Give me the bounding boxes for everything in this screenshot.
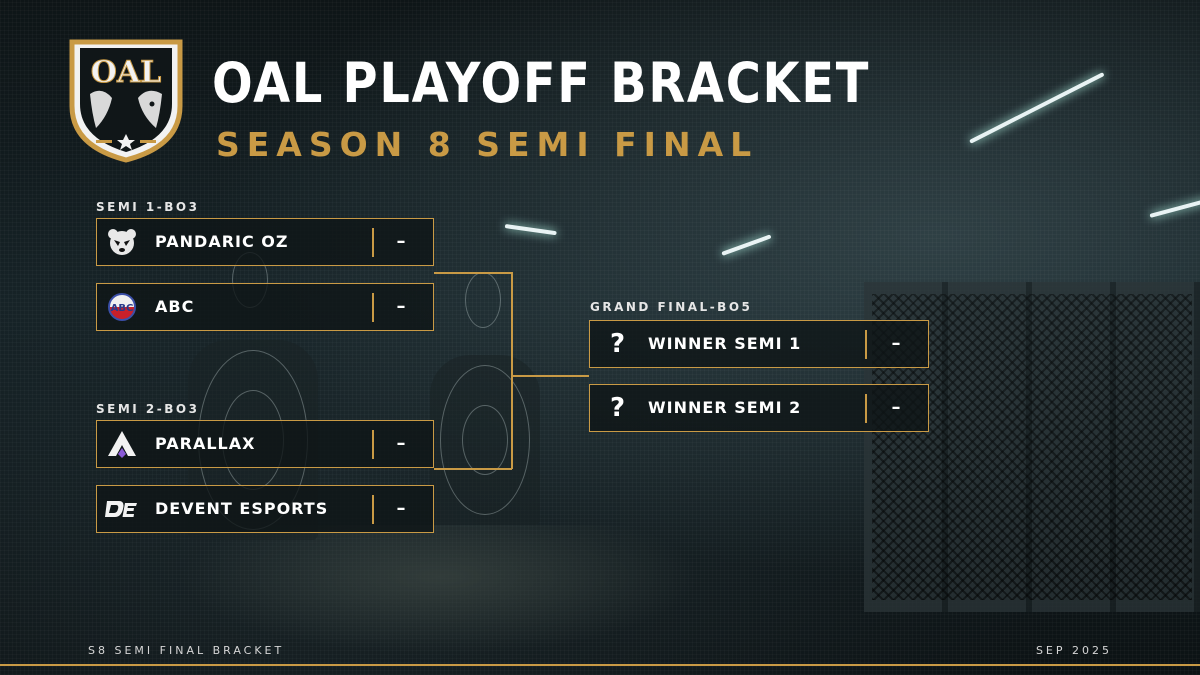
semi2-label: SEMI 2-BO3 [96, 402, 200, 416]
page-subtitle: SEASON 8 SEMI FINAL [216, 125, 759, 164]
team-score: – [891, 397, 901, 418]
score-divider [865, 394, 867, 423]
score-divider [372, 228, 374, 257]
match-slot-semi2-team2: DEVENT ESPORTS – [96, 485, 434, 533]
team-name: WINNER SEMI 2 [648, 398, 802, 417]
bracket-connector [511, 272, 513, 469]
score-divider [372, 430, 374, 459]
team-score: – [396, 296, 406, 317]
team-name: ABC [155, 297, 195, 316]
abc-logo-icon: ABC [105, 290, 139, 324]
bracket-connector [434, 272, 512, 274]
match-slot-semi1-team2: ABC ABC – [96, 283, 434, 331]
footer-caption: S8 SEMI FINAL BRACKET [88, 644, 285, 657]
semi1-label: SEMI 1-BO3 [96, 200, 200, 214]
bracket-connector [434, 468, 512, 470]
question-mark-icon: ? [610, 329, 626, 359]
match-slot-final-team2: ? WINNER SEMI 2 – [589, 384, 929, 432]
footer-date: SEP 2025 [1035, 644, 1112, 657]
team-name: PARALLAX [155, 434, 256, 453]
score-divider [372, 293, 374, 322]
final-label: GRAND FINAL-BO5 [590, 300, 753, 314]
team-score: – [396, 498, 406, 519]
footer-divider [0, 664, 1200, 666]
devent-logo-icon [105, 492, 139, 526]
svg-text:OAL: OAL [91, 55, 162, 90]
shooting-target [462, 405, 508, 475]
score-divider [372, 495, 374, 524]
shooting-target [440, 365, 530, 515]
team-name: DEVENT ESPORTS [155, 499, 329, 518]
match-slot-semi1-team1: PANDARIC OZ – [96, 218, 434, 266]
bracket-connector [511, 375, 589, 377]
shooting-target [465, 272, 501, 328]
match-slot-semi2-team1: PARALLAX – [96, 420, 434, 468]
parallax-logo-icon [105, 427, 139, 461]
page-title: OAL PLAYOFF BRACKET [212, 51, 871, 115]
team-score: – [891, 333, 901, 354]
panda-logo-icon [105, 225, 139, 259]
sandbag-background [180, 525, 700, 655]
team-name: WINNER SEMI 1 [648, 334, 802, 353]
oal-logo: OAL [68, 36, 184, 164]
team-score: – [396, 433, 406, 454]
team-name: PANDARIC OZ [155, 232, 289, 251]
score-divider [865, 330, 867, 359]
question-mark-icon: ? [610, 393, 626, 423]
team-score: – [396, 231, 406, 252]
match-slot-final-team1: ? WINNER SEMI 1 – [589, 320, 929, 368]
svg-text:ABC: ABC [111, 303, 134, 314]
